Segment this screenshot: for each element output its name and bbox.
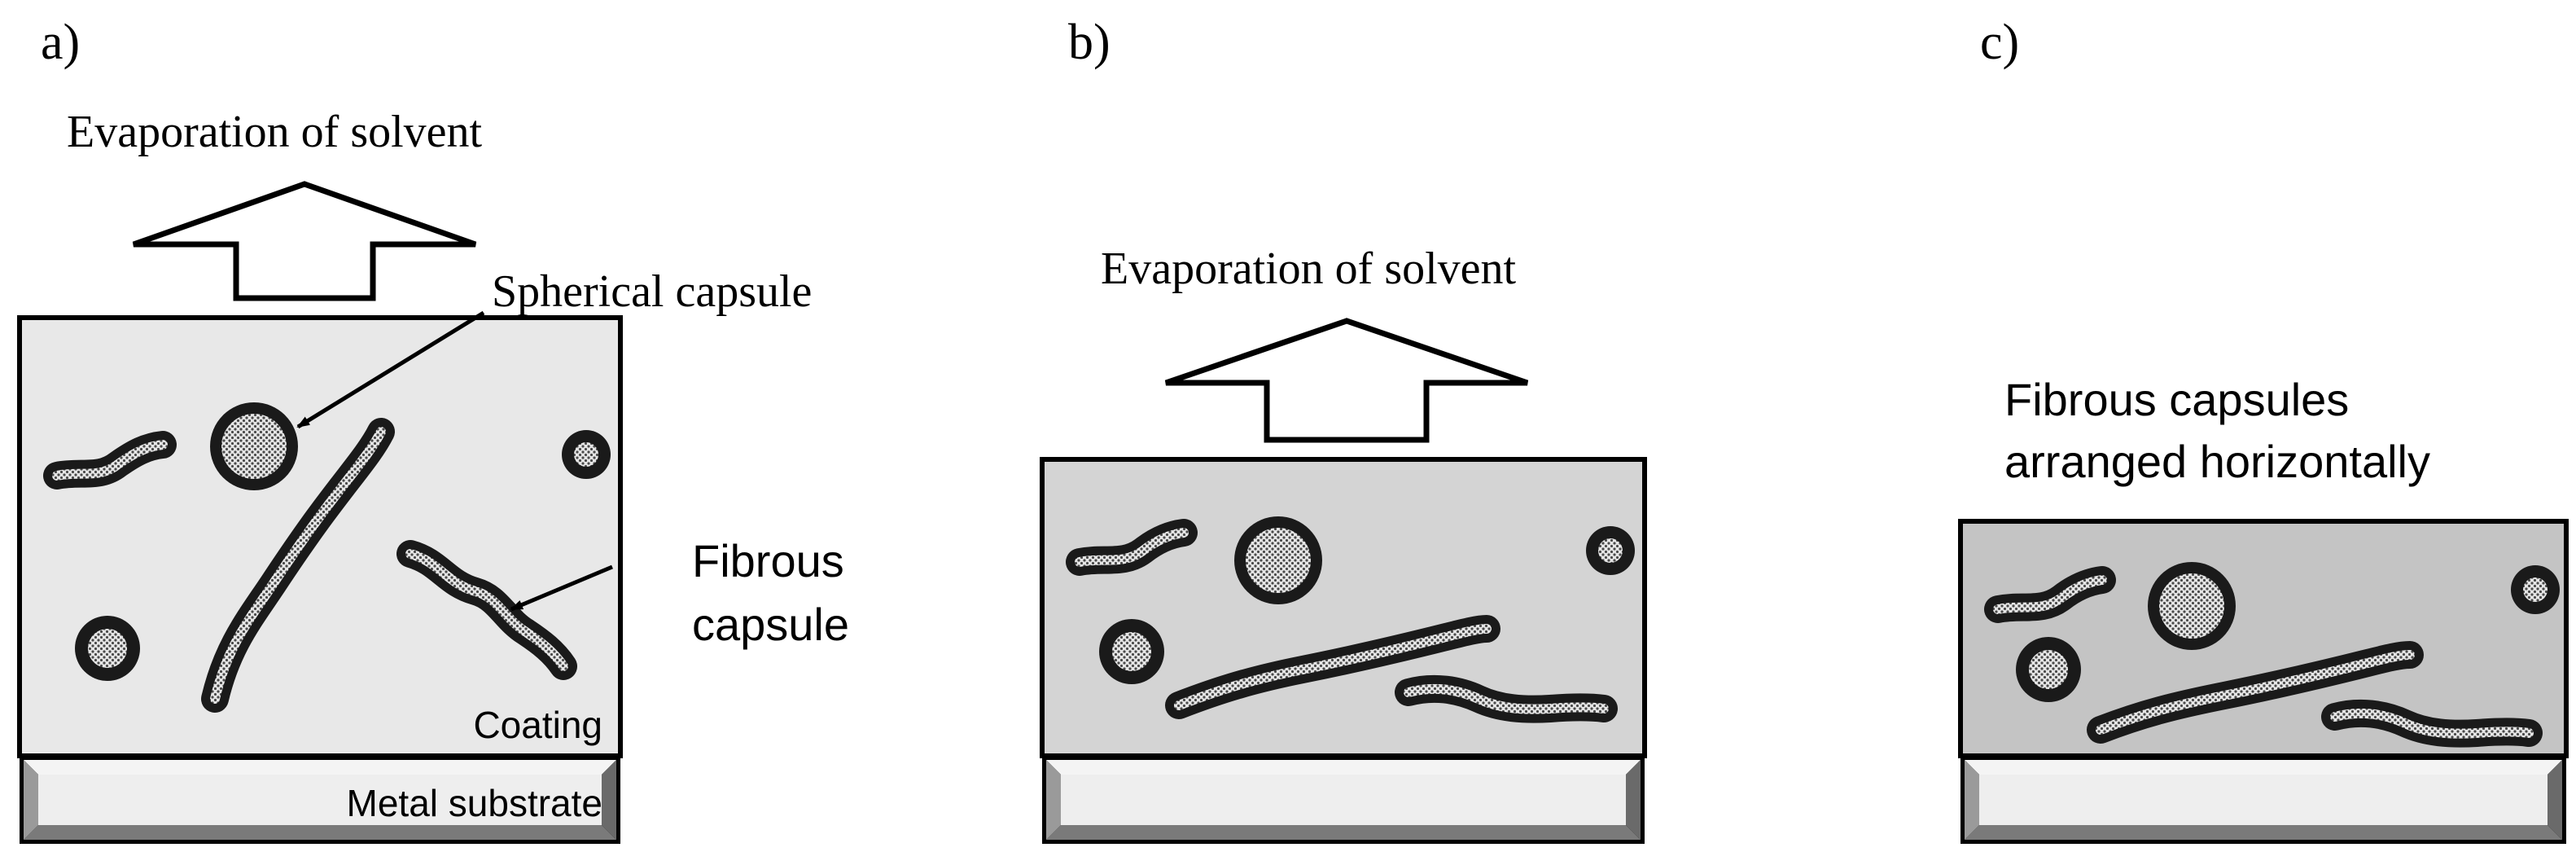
panel-a: a) Evaporation of solvent Metal substrat… — [17, 15, 849, 844]
panel-c: c) Fibrous capsules arranged horizontall… — [1958, 15, 2569, 844]
panel-c-letter: c) — [1980, 15, 2019, 70]
panel-c-fibrous-capsule-wavy — [2321, 699, 2543, 748]
panel-c-coating — [1958, 519, 2569, 758]
panel-c-caption-line2: arranged horizontally — [2004, 436, 2430, 487]
panel-a-fibrous-callout-line2: capsule — [692, 599, 849, 650]
panel-b-fibrous-capsule-wavy — [1395, 674, 1618, 723]
panel-b: b) Evaporation of solvent — [1040, 15, 1647, 844]
panel-a-fibrous-capsule-short — [43, 431, 177, 490]
panel-b-letter: b) — [1068, 15, 1111, 70]
panel-a-arrow-label: Evaporation of solvent — [67, 107, 483, 157]
panel-c-spherical-capsule-large — [2148, 562, 2236, 650]
panel-a-spherical-capsule-small — [562, 430, 611, 479]
panel-a-spherical-capsule-large — [210, 402, 298, 490]
panel-b-spherical-capsule-medium — [1099, 619, 1164, 684]
panel-a-metal-substrate — [20, 756, 620, 844]
panel-b-metal-substrate — [1042, 756, 1645, 844]
panel-a-fibrous-capsule-long-diagonal — [201, 418, 395, 713]
panel-c-caption-line1: Fibrous capsules — [2004, 374, 2349, 425]
panel-c-spherical-capsule-medium — [2016, 637, 2081, 702]
panel-b-fibrous-capsule-long — [1165, 615, 1500, 719]
panel-a-fibrous-pointer — [510, 564, 613, 612]
panel-b-spherical-capsule-small — [1586, 526, 1635, 575]
panel-b-evaporation-arrow — [1164, 318, 1529, 443]
panel-c-spherical-capsule-small — [2511, 565, 2560, 614]
panel-a-substrate-label: Metal substrate — [347, 782, 602, 824]
panel-c-fibrous-capsule-long — [2087, 641, 2424, 744]
panel-c-metal-substrate — [1960, 756, 2566, 844]
panel-a-coating-label: Coating — [473, 704, 602, 746]
panel-a-fibrous-callout-line1: Fibrous — [692, 535, 844, 586]
panel-b-fibrous-capsule-short — [1066, 519, 1198, 576]
panel-a-spherical-pointer — [296, 310, 485, 429]
panel-a-fibrous-capsule-wavy — [396, 540, 577, 680]
panel-c-fibrous-capsule-short — [1984, 566, 2116, 623]
panel-b-arrow-label: Evaporation of solvent — [1101, 244, 1517, 294]
panel-a-evaporation-arrow — [132, 181, 477, 301]
panel-a-letter: a) — [41, 15, 80, 70]
panel-b-spherical-capsule-large — [1234, 516, 1322, 604]
panel-a-spherical-capsule-medium — [75, 616, 140, 681]
panel-a-spherical-callout: Spherical capsule — [492, 266, 812, 317]
